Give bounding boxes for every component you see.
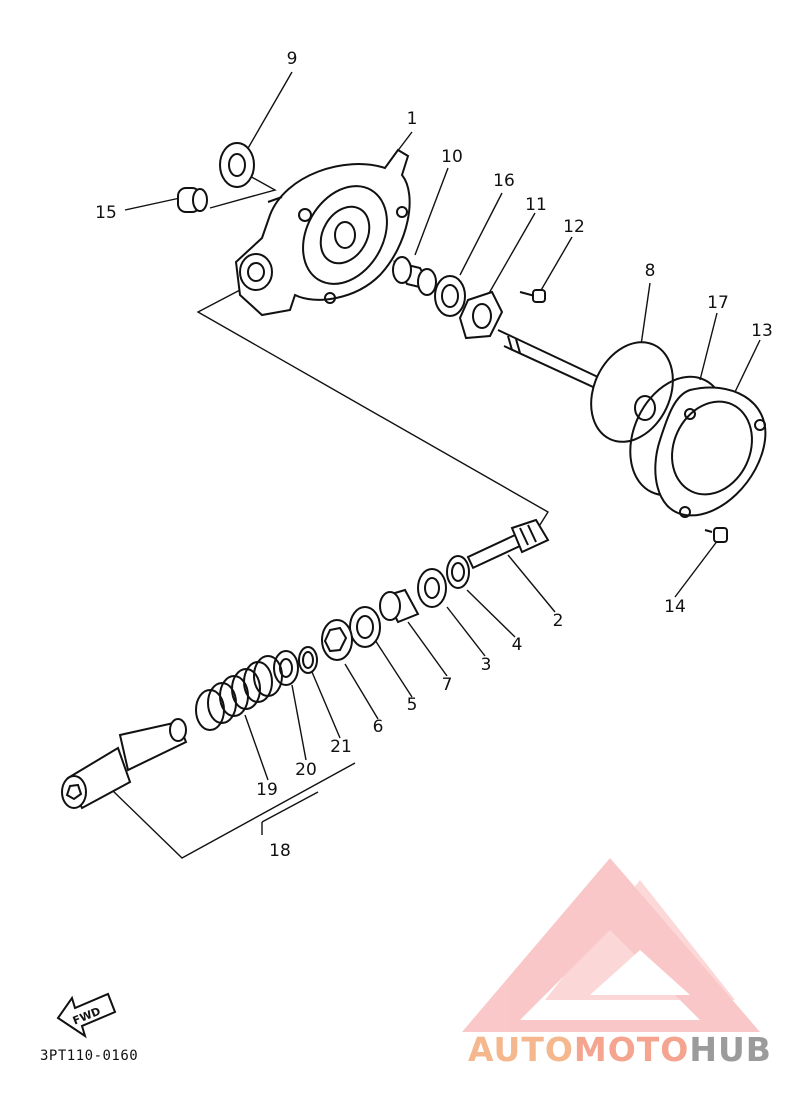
part-code: 3PT110-0160 — [40, 1048, 139, 1064]
callout-19: 19 — [256, 780, 278, 800]
part-13-cover — [654, 386, 767, 518]
part-5-bearing — [349, 606, 381, 648]
callout-16: 16 — [493, 171, 515, 191]
callout-18: 18 — [269, 841, 291, 861]
callout-9: 9 — [287, 49, 298, 69]
part-3-bearing — [417, 568, 447, 608]
leader-lines — [111, 71, 761, 859]
part-10-collar — [392, 256, 437, 296]
callout-14: 14 — [664, 597, 686, 617]
part-18-axle — [61, 718, 188, 810]
callout-10: 10 — [441, 147, 463, 167]
watermark-auto: AUTO — [468, 1030, 574, 1069]
part-19-spring — [195, 655, 283, 731]
callout-11: 11 — [525, 195, 547, 215]
callout-13: 13 — [751, 321, 773, 341]
callout-12: 12 — [563, 217, 585, 237]
callout-labels: 9 1 10 16 11 12 8 17 13 15 14 2 4 3 7 5 … — [95, 49, 773, 861]
part-20-washer — [273, 650, 299, 686]
part-4-washer — [446, 555, 470, 589]
watermark-text: AUTOMOTOHUB — [468, 1030, 772, 1069]
part-1-gear-housing — [234, 148, 411, 317]
fwd-arrow-icon — [56, 992, 117, 1039]
callout-15: 15 — [95, 203, 117, 223]
watermark-logo — [462, 858, 760, 1032]
part-6-nut — [321, 619, 353, 661]
callout-17: 17 — [707, 293, 729, 313]
part-2-pinion-shaft — [466, 518, 550, 570]
callout-1: 1 — [407, 109, 418, 129]
part-7-collar — [379, 588, 420, 624]
callout-4: 4 — [512, 635, 523, 655]
part-8-drive-shaft — [497, 329, 674, 443]
part-16-bearing — [434, 275, 466, 317]
callout-3: 3 — [481, 655, 492, 675]
callout-5: 5 — [407, 695, 418, 715]
part-9-oil-seal — [219, 142, 255, 188]
watermark-moto: MOTO — [573, 1030, 690, 1069]
callout-20: 20 — [295, 760, 317, 780]
part-15-bushing — [177, 187, 208, 213]
callout-21: 21 — [330, 737, 352, 757]
part-21-circlip — [298, 646, 318, 674]
callout-7: 7 — [442, 675, 453, 695]
callout-2: 2 — [553, 611, 564, 631]
part-11-retainer — [458, 290, 504, 340]
watermark-hub: HUB — [689, 1030, 772, 1069]
callout-6: 6 — [373, 717, 384, 737]
callout-8: 8 — [645, 261, 656, 281]
part-12-screw — [519, 289, 546, 303]
part-14-bolt — [704, 527, 728, 543]
